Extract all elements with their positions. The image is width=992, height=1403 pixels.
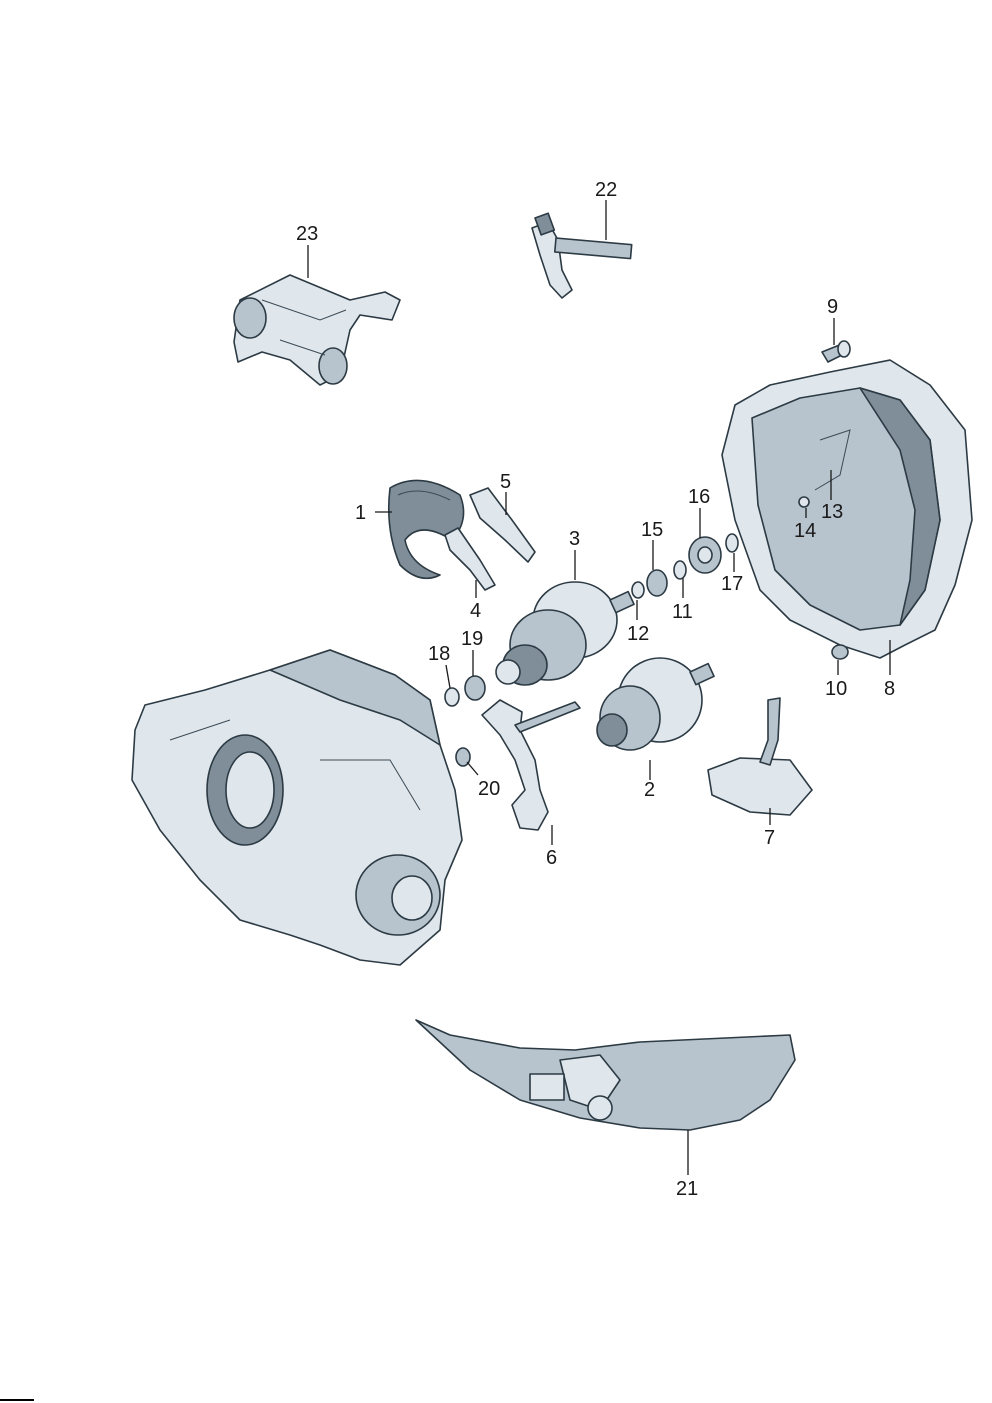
callout-6: 6	[546, 847, 557, 869]
callout-21: 21	[676, 1178, 698, 1200]
part-9-bolt	[821, 340, 851, 363]
part-4-lever	[444, 527, 496, 591]
part-6-shift-mechanism	[481, 699, 581, 831]
part-7-filter	[707, 697, 813, 816]
callout-14: 14	[794, 520, 816, 542]
transmission-housing	[131, 649, 463, 966]
callout-13: 13	[821, 501, 843, 523]
part-2-gear	[596, 657, 715, 751]
part-3-gear-assembly	[495, 581, 635, 686]
part-23-bracket	[233, 274, 401, 386]
leader-lines	[307, 200, 891, 1175]
callout-11: 11	[672, 601, 693, 623]
callout-7: 7	[764, 827, 775, 849]
callout-8: 8	[884, 678, 895, 700]
callout-16: 16	[688, 486, 710, 508]
part-19-bearing	[464, 675, 486, 701]
part-8-housing-cover	[721, 359, 973, 659]
part-12-ring	[631, 581, 645, 599]
callout-1: 1	[355, 502, 366, 524]
callout-22: 22	[595, 179, 617, 201]
part-5-lever	[469, 487, 536, 563]
callout-labels: 1 2 3 4 5 6 7 8 9 10 11 12 13 14 15 16 1…	[296, 179, 895, 1200]
part-11-ring	[673, 560, 687, 580]
part-18-ring	[444, 687, 460, 707]
callout-4: 4	[470, 600, 481, 622]
callout-10: 10	[825, 678, 847, 700]
part-17-ring	[725, 533, 739, 553]
callout-3: 3	[569, 528, 580, 550]
part-21-cover-plate	[415, 1019, 796, 1131]
callout-23: 23	[296, 223, 318, 245]
callout-9: 9	[827, 296, 838, 318]
callout-12: 12	[627, 623, 649, 645]
callout-19: 19	[461, 628, 483, 650]
callout-20: 20	[478, 778, 500, 800]
part-16-bearing	[688, 536, 722, 574]
callout-15: 15	[641, 519, 663, 541]
callout-18: 18	[428, 643, 450, 665]
part-10-plug	[831, 644, 849, 660]
part-20-seal	[455, 747, 471, 767]
part-22-connector	[531, 212, 633, 299]
callout-2: 2	[644, 779, 655, 801]
part-15-bearing	[646, 569, 668, 597]
callout-17: 17	[721, 573, 743, 595]
footer-rule	[0, 1399, 34, 1401]
part-1-band	[387, 479, 465, 580]
callout-5: 5	[500, 471, 511, 493]
